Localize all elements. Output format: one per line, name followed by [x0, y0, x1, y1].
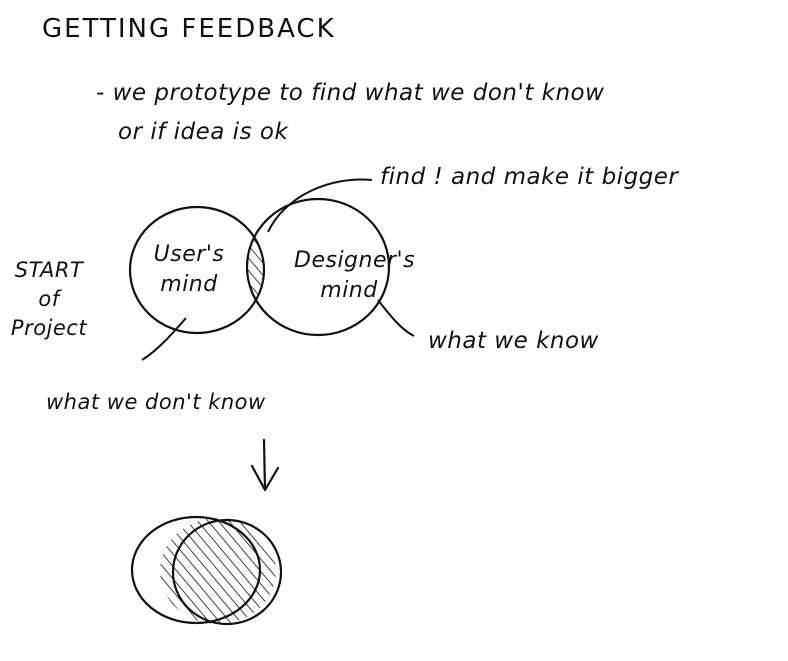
what-we-know-label: what we know — [428, 328, 599, 354]
dont-know-leader-line — [141, 317, 187, 361]
designers-mind-circle — [245, 197, 391, 337]
designers-mind-label: Designer's mind — [294, 248, 416, 303]
find-and-make-bigger-label: find ! and make it bigger — [380, 164, 679, 190]
find-leader-line — [267, 178, 373, 233]
we-know-leader-line — [377, 299, 415, 337]
note-line-1: - we prototype to find what we don't kno… — [96, 80, 605, 106]
result-overlap-hatch — [160, 518, 276, 624]
page-title: GETTING FEEDBACK — [42, 14, 336, 44]
users-mind-circle — [128, 205, 266, 335]
down-arrow — [250, 438, 280, 492]
users-mind-label: User's mind — [153, 242, 225, 297]
start-of-project-label: START of Project — [10, 258, 88, 340]
result-users-circle — [130, 515, 262, 625]
result-designers-circle — [171, 518, 283, 626]
note-line-2: or if idea is ok — [118, 119, 289, 145]
what-we-dont-know-label: what we don't know — [46, 390, 266, 414]
